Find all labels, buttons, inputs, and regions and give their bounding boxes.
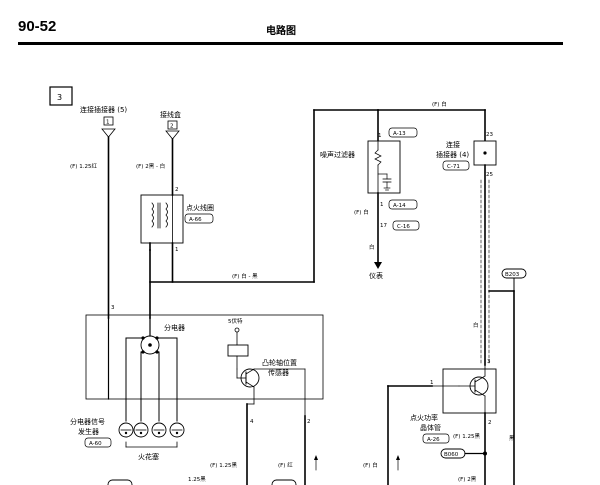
power-transistor-label-line2: 晶体管 (420, 423, 441, 432)
junction-box-pin: 2 (170, 124, 174, 130)
ignition-coil-code: A-66 (189, 217, 202, 223)
wire-red-label: (F) 红 (278, 461, 293, 469)
page-title: 电路图 (266, 26, 296, 37)
pin3-left: 3 (111, 305, 115, 311)
sensor-transistor-icon (236, 368, 260, 388)
section-number: 3 (57, 93, 62, 102)
connector5-label: 连接插接器 (5) (80, 105, 127, 114)
distributor-label: 分电器 (164, 323, 185, 332)
power-transistor-icon (458, 375, 489, 397)
ignition-coil-pin-top: 2 (175, 187, 179, 193)
ground-b060: B060 (444, 452, 459, 458)
connector4-label-line1: 连接 (446, 140, 460, 149)
power-transistor-pin1: 1 (430, 380, 434, 386)
distributor-rotor-icon (140, 335, 160, 355)
ground-b203: B203 (505, 272, 520, 278)
pin3-right: 3 (487, 359, 491, 365)
spark-plug-icons (118, 422, 185, 438)
instrument-label: 仪表 (369, 271, 383, 280)
code-c16: C-16 (397, 224, 410, 230)
distributor-signal-label-line1: 分电器信号 (70, 417, 105, 426)
junction-box-terminal-icon (165, 130, 180, 140)
noise-filter-pin1: 1 (378, 133, 382, 139)
page-number: 90-52 (18, 18, 57, 35)
connector4-pin25: 25 (486, 172, 493, 178)
pin17-label: 17 (380, 223, 387, 229)
distributor-code: A-60 (89, 441, 102, 447)
black-right-label: 黑 (509, 435, 515, 442)
connector5-pin: 1 (106, 120, 110, 126)
ignition-coil-pin-bottom: 1 (175, 247, 179, 253)
wire-2black-white-label: (F) 2黑 - 白 (136, 162, 165, 170)
connector5-terminal-icon (101, 128, 116, 138)
wire-125black-mid-label: (F) 1.25黑 (210, 462, 237, 469)
wire-white-top-label: (F) 白 (432, 100, 447, 108)
cam-sensor-label-line1: 凸轮轴位置 (262, 358, 297, 367)
white-right-label: 白 (473, 321, 479, 329)
ignition-coil-label: 点火线圈 (186, 203, 214, 212)
power-transistor-box (442, 368, 497, 414)
connector4-label-line2: 插接器 (4) (436, 150, 469, 159)
wire-2black-right-label: (F) 2黑 (458, 476, 477, 483)
ignition-coil: 2 1 (140, 187, 184, 253)
connector4-code: C-71 (447, 164, 460, 170)
arrow-up-icon (314, 455, 318, 460)
five-volt-label: 5伏特 (228, 317, 243, 325)
cam-sensor-label-line2: 传感器 (268, 368, 289, 377)
wire-125red-label: (F) 1.25红 (70, 162, 97, 170)
noise-filter-code-a13: A-13 (393, 131, 406, 137)
wire-125black-low-label: 1.25黑 (188, 476, 206, 483)
spark-plug-label: 火花塞 (138, 452, 159, 461)
white-label: 白 (369, 243, 375, 251)
header-rule (18, 42, 563, 45)
noise-filter-label: 噪声过滤器 (320, 150, 355, 159)
wire-125black-right-label: (F) 1.25黑 (453, 433, 480, 440)
pin4-label: 4 (250, 419, 254, 425)
pin2-right: 2 (488, 420, 492, 426)
distributor-signal-label-line2: 发生器 (78, 427, 99, 436)
power-transistor-code: A-26 (427, 437, 440, 443)
wire-white-mid-label: (F) 白 (354, 208, 369, 216)
noise-filter-code-a14: A-14 (393, 203, 406, 209)
connector4-pin23: 23 (486, 132, 493, 138)
sensor-element-box (227, 344, 249, 357)
junction-box-label: 接线盒 (160, 110, 181, 119)
power-transistor-label-line1: 点火功率 (410, 413, 438, 422)
wire-white-bottom-label: (F) 白 (363, 461, 378, 469)
section-marker: 3 (49, 86, 73, 106)
pin2-mid-label: 2 (307, 419, 311, 425)
arrow-up-icon-2 (396, 455, 400, 460)
wire-white-black-label: (F) 白 - 黑 (232, 272, 258, 280)
noise-filter-pin-bottom: 1 (380, 202, 384, 208)
noise-filter (367, 140, 401, 194)
arrow-down-icon (374, 262, 382, 269)
